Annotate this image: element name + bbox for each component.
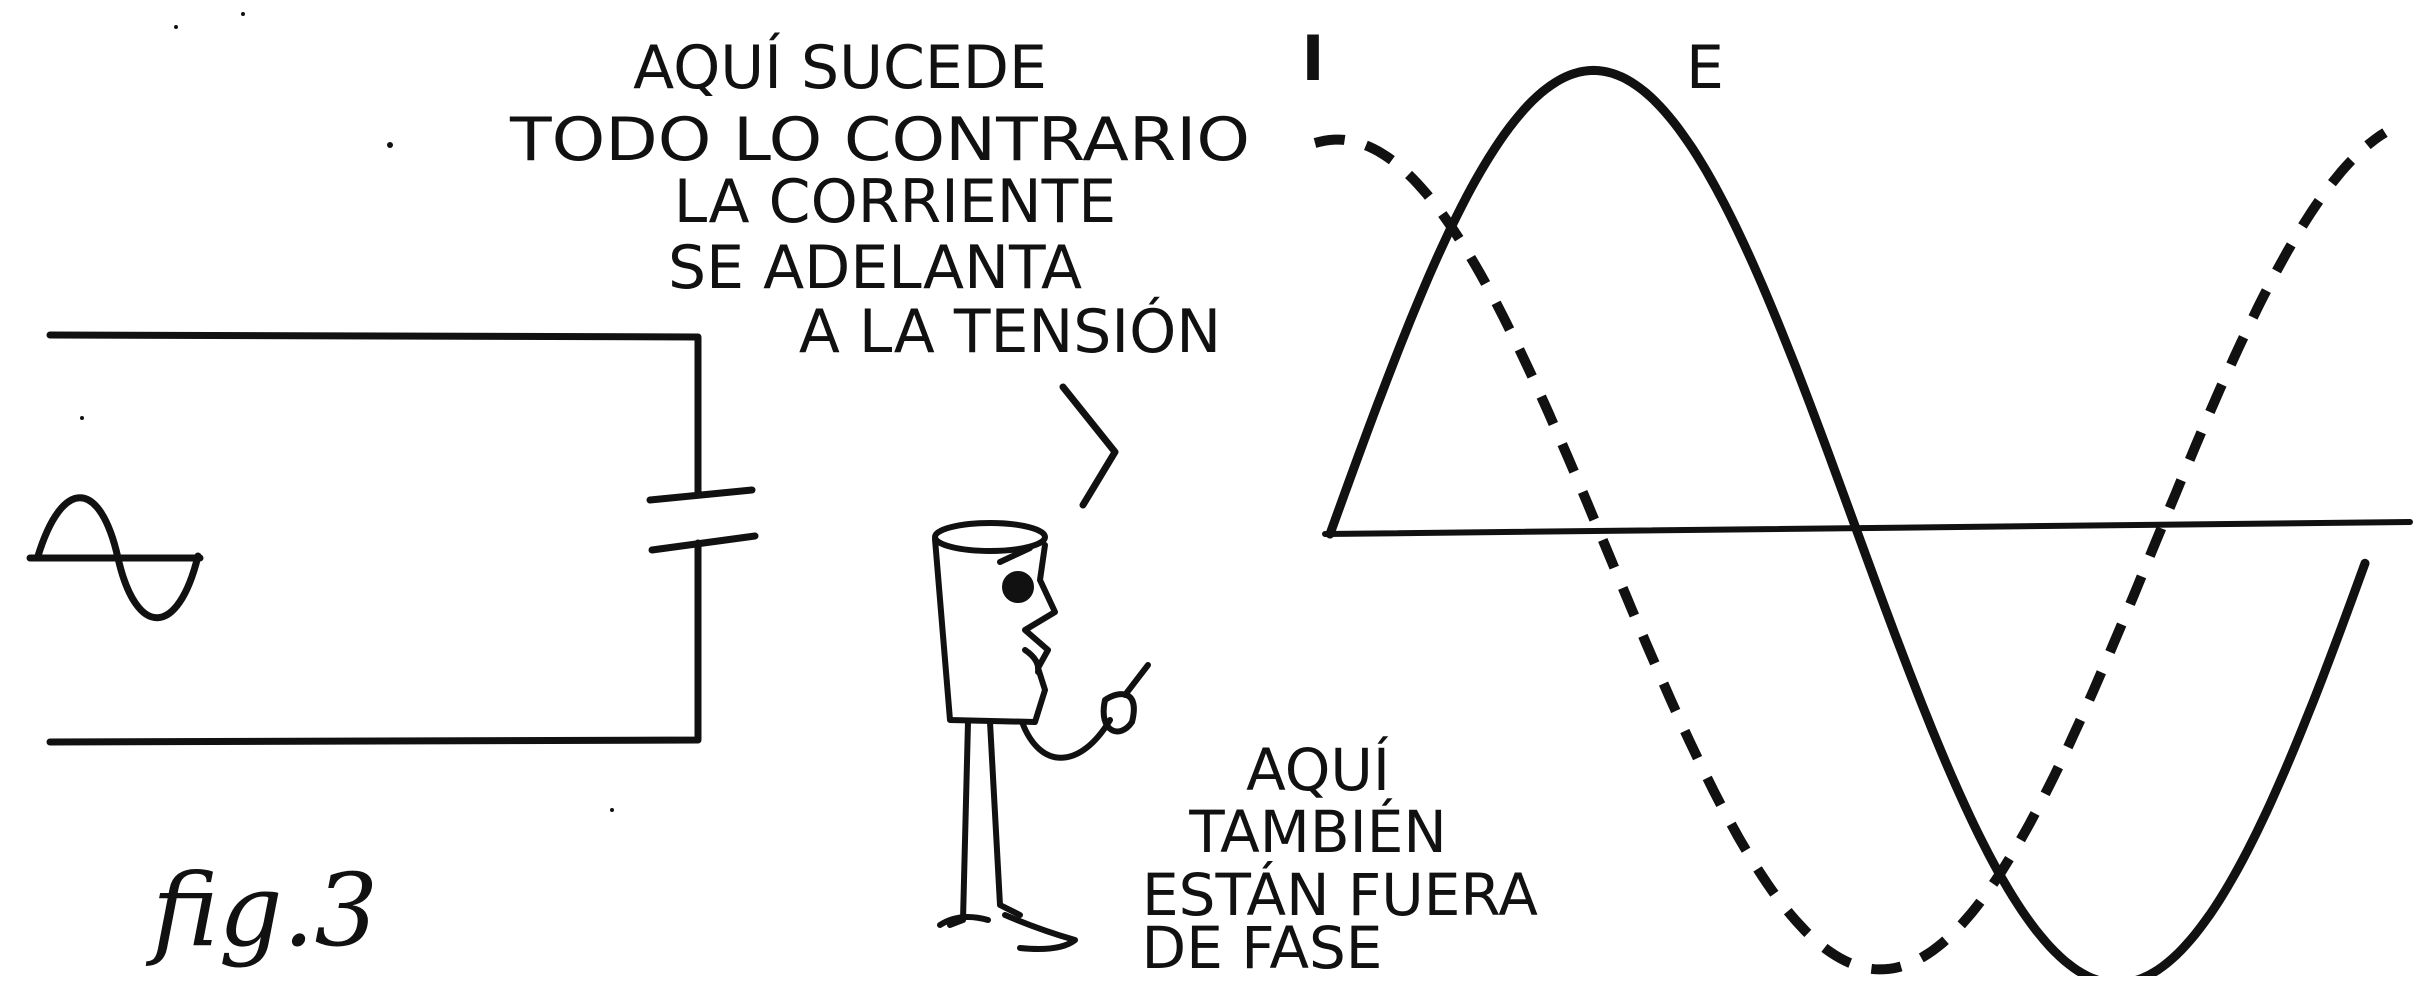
paper-specks [80,12,614,812]
speech-bubble-text: AQUÍ SUCEDE TODO LO CONTRARIO LA CORRIEN… [509,31,1250,367]
cartoon-character [932,520,1151,952]
character-eyebrow [997,545,1033,565]
capacitor-plate-top [646,486,756,504]
speech-pointer [1059,383,1119,509]
graph-axis [1322,519,2413,537]
speech-line-4: SE ADELANTA [668,233,1082,303]
character-body [932,536,1058,725]
circuit-top-wire [46,331,702,496]
bottom-note-text: AQUÍ TAMBIÉN ESTÁN FUERA DE FASE [1142,735,1539,981]
speech-line-1: AQUÍ SUCEDE [633,31,1047,103]
capacitor-plate-bottom [648,532,759,554]
capacitor-circuit [46,331,759,746]
circuit-bottom-wire [46,539,702,746]
note-line-4: DE FASE [1142,914,1383,976]
character-left-leg [947,719,971,928]
speech-line-3: LA CORRIENTE [674,167,1116,237]
current-label: I [1301,22,1324,95]
note-line-2: TAMBIÉN [1188,797,1447,866]
phase-graph: I E [1301,22,2413,981]
character-hand-icon [1100,662,1151,735]
character-eye [1002,571,1034,603]
speech-line-2: TODO LO CONTRARIO [509,105,1250,175]
voltage-wave-e [1325,65,2370,981]
character-mouth [1022,647,1042,675]
character-arm [1019,717,1113,761]
current-wave-i [1313,128,2388,975]
note-line-3: ESTÁN FUERA [1142,860,1538,929]
figure-label: fig.3 [145,852,378,969]
voltage-label: E [1686,33,1724,103]
character-feet [937,912,1078,952]
speech-line-5: A LA TENSIÓN [799,296,1221,367]
ac-source-icon [26,494,204,622]
character-right-leg [987,719,1023,918]
note-line-1: AQUÍ [1246,735,1390,804]
